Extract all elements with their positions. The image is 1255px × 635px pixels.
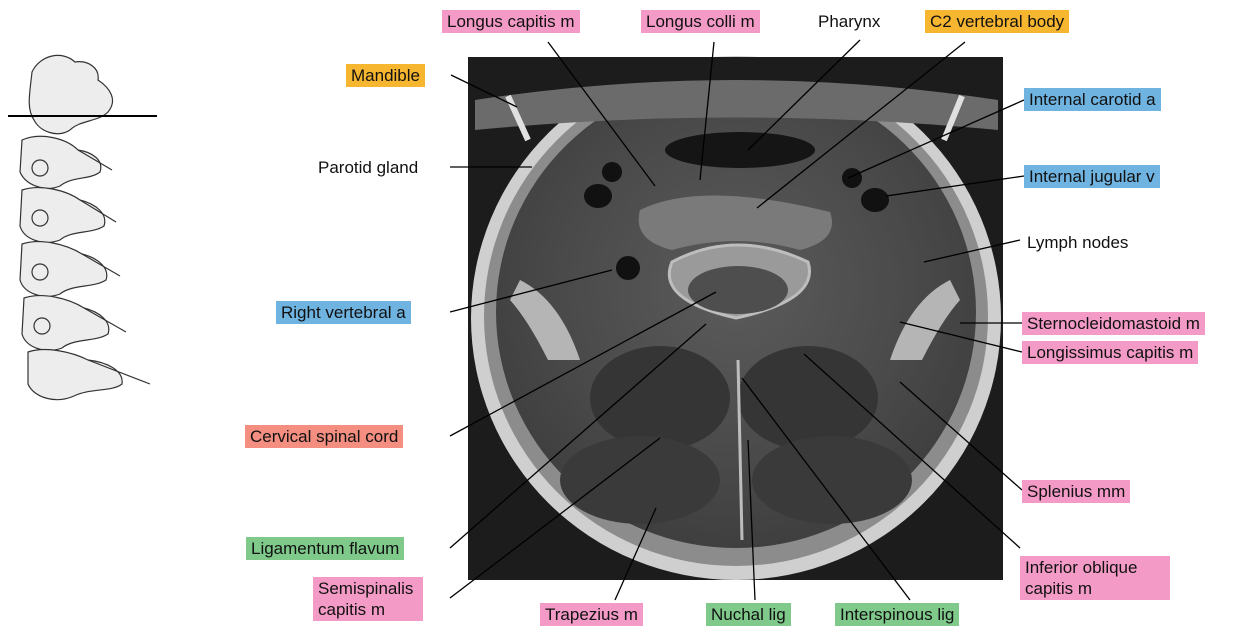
spinal-cord — [688, 266, 788, 314]
vertebra-c3 — [20, 136, 101, 188]
label-semispinalis: Semispinalis capitis m — [313, 577, 423, 621]
label-internal-carotid: Internal carotid a — [1024, 88, 1161, 111]
label-longissimus-capitis: Longissimus capitis m — [1022, 341, 1198, 364]
label-interspinous-lig: Interspinous lig — [835, 603, 959, 626]
spine-sketch — [20, 55, 150, 399]
left-carotid — [842, 168, 862, 188]
label-lymph-nodes: Lymph nodes — [1022, 231, 1133, 254]
label-splenius: Splenius mm — [1022, 480, 1130, 503]
label-internal-jugular: Internal jugular v — [1024, 165, 1160, 188]
label-nuchal-lig: Nuchal lig — [706, 603, 791, 626]
label-parotid-gland: Parotid gland — [313, 156, 423, 179]
right-carotid — [602, 162, 622, 182]
label-longus-colli: Longus colli m — [641, 10, 760, 33]
label-right-vertebral: Right vertebral a — [276, 301, 411, 324]
label-semispinalis-line1: Semispinalis — [318, 578, 418, 599]
right-vertebral-artery — [616, 256, 640, 280]
pharynx-airway — [665, 132, 815, 168]
label-inferior-oblique-line1: Inferior oblique — [1025, 557, 1165, 578]
c1-c2-outline — [29, 55, 112, 133]
left-semispinalis — [560, 436, 720, 524]
right-deep-muscle — [738, 346, 878, 450]
left-deep-muscle — [590, 346, 730, 450]
label-trapezius: Trapezius m — [540, 603, 643, 626]
label-inferior-oblique: Inferior oblique capitis m — [1020, 556, 1170, 600]
label-c2-vertebral-body: C2 vertebral body — [925, 10, 1069, 33]
right-jugular — [584, 184, 612, 208]
label-longus-capitis: Longus capitis m — [442, 10, 580, 33]
label-pharynx: Pharynx — [813, 10, 885, 33]
label-mandible: Mandible — [346, 64, 425, 87]
label-cervical-spinal-cord: Cervical spinal cord — [245, 425, 403, 448]
vertebra-c7 — [28, 350, 122, 400]
mri-image — [468, 56, 1003, 580]
right-semispinalis — [752, 436, 912, 524]
left-jugular — [861, 188, 889, 212]
label-semispinalis-line2: capitis m — [318, 599, 418, 620]
label-sternocleidomastoid: Sternocleidomastoid m — [1022, 312, 1205, 335]
label-inferior-oblique-line2: capitis m — [1025, 578, 1165, 599]
label-ligamentum-flavum: Ligamentum flavum — [246, 537, 404, 560]
